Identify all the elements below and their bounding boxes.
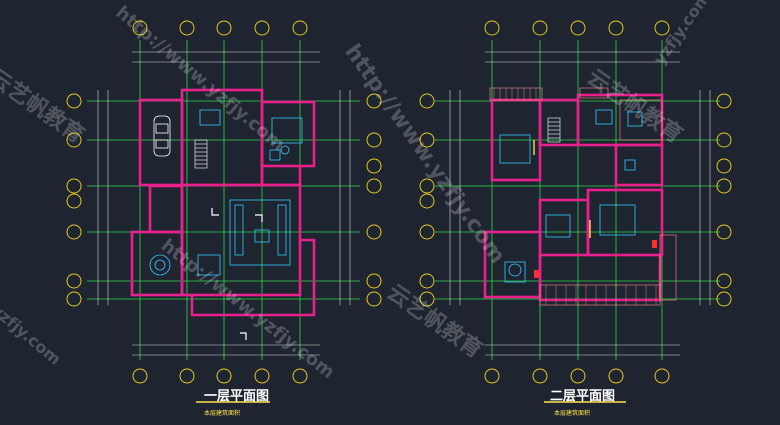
- car-icon: [153, 115, 171, 157]
- first-floor-dimension-lines: [97, 51, 351, 356]
- first-floor-area-label: 本层建筑面积: [204, 410, 241, 417]
- second-floor-dimension-lines: [449, 51, 711, 356]
- second-floor-title: 二层平面图: [550, 389, 616, 404]
- door-fitting-icons: [533, 140, 591, 238]
- second-floor-furniture: [499, 109, 643, 283]
- entry-marker-icon: [211, 208, 263, 340]
- first-floor-plan: [66, 20, 382, 403]
- second-floor-balconies: [489, 87, 677, 306]
- second-floor-hatch: [493, 88, 657, 305]
- second-floor-stair-icon: [547, 117, 561, 143]
- second-floor-plan: [419, 20, 732, 403]
- first-floor-title: 一层平面图: [204, 389, 270, 404]
- second-floor-axis-bubbles: [419, 20, 732, 384]
- first-floor-walls: [130, 88, 316, 317]
- first-floor-axis-bubbles: [66, 20, 382, 384]
- first-floor-furniture: [149, 109, 303, 276]
- red-accent-marks: [534, 240, 657, 278]
- stair-icon: [194, 139, 208, 169]
- second-floor-area-label: 本层建筑面积: [554, 410, 591, 417]
